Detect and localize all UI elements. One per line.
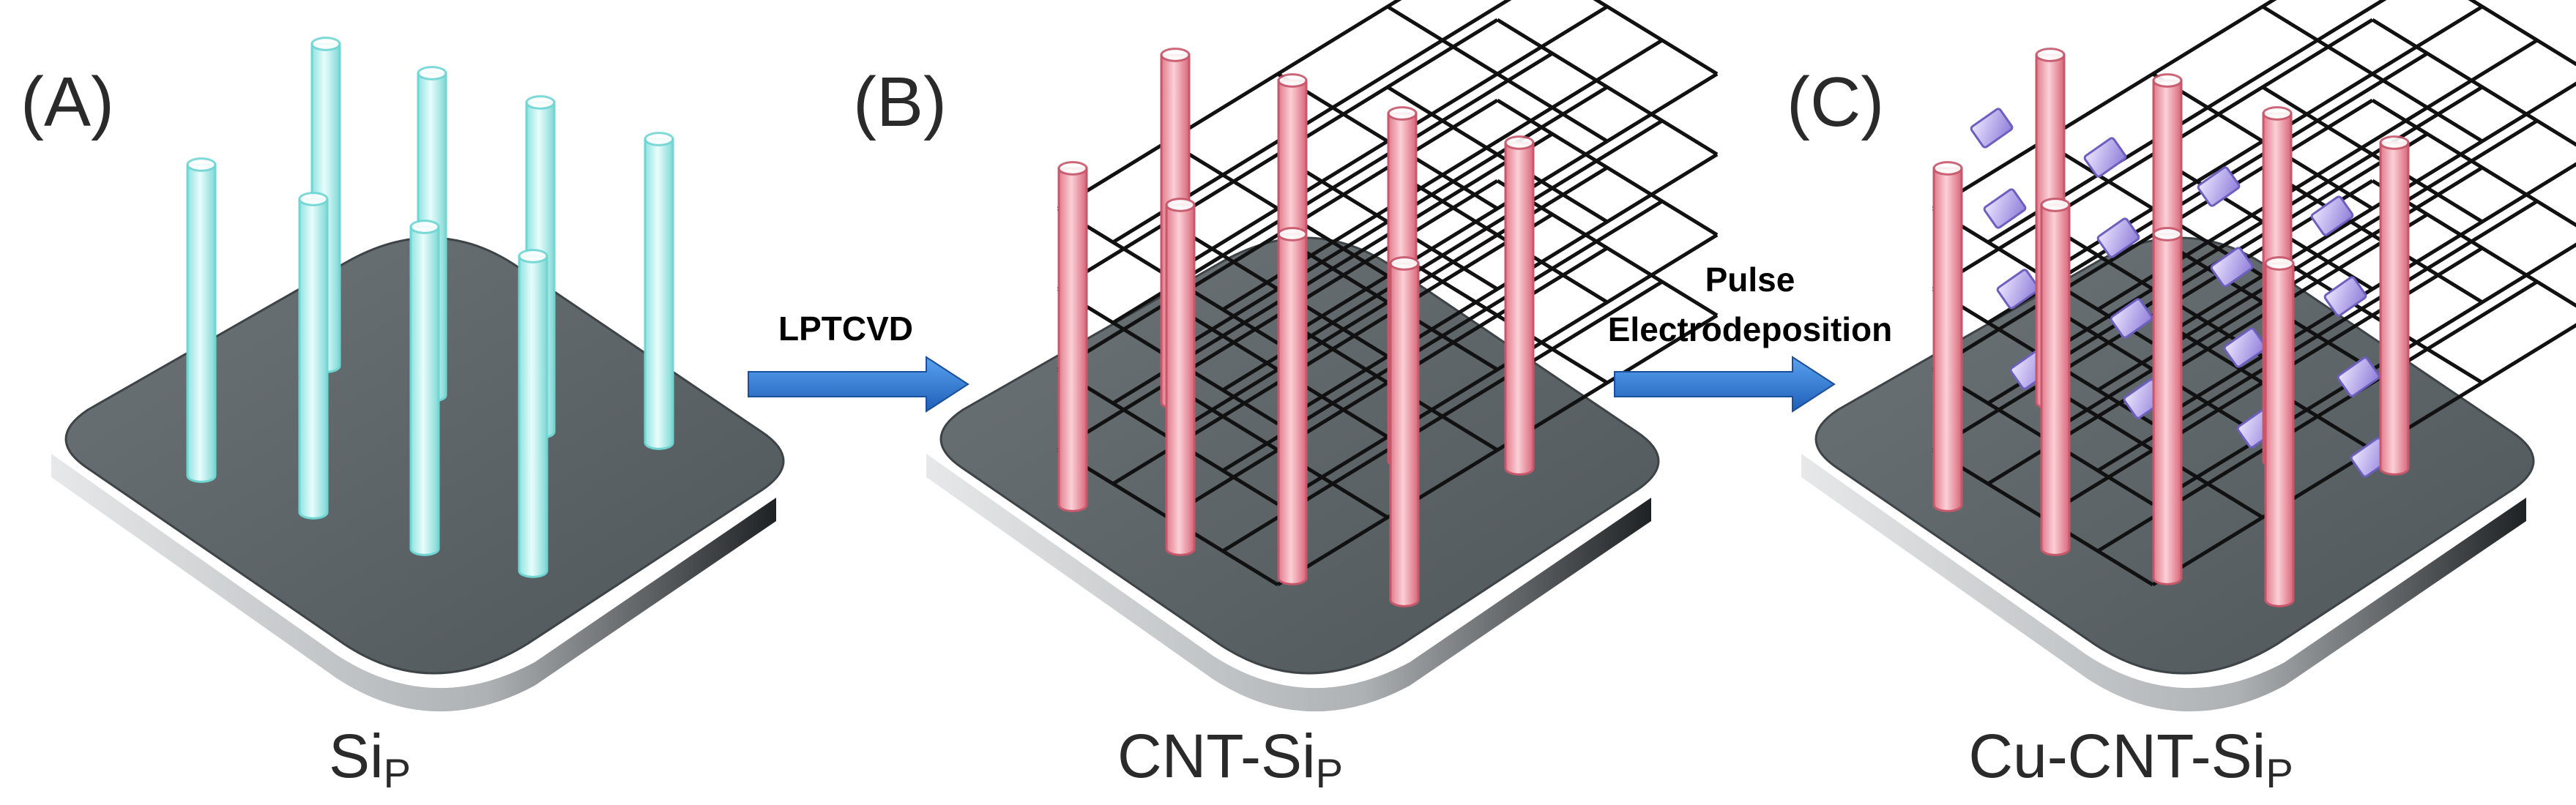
caption-a: SiP (329, 722, 411, 796)
silicon-pillar (409, 220, 440, 556)
cnt-pillar (1389, 256, 1420, 607)
cu-particle (2110, 298, 2154, 339)
process-step-pulse-electrodeposition: Pulse Electrodeposition (1608, 261, 1892, 413)
cnt-pillar (1932, 161, 1963, 512)
step-label-lptcvd: LPTCVD (778, 310, 913, 348)
silicon-pillar (518, 249, 548, 578)
cnt-pillar (2264, 256, 2295, 607)
cu-particle (2083, 137, 2127, 178)
cnt-pillar (1504, 135, 1535, 476)
cnt-pillar (2379, 135, 2410, 476)
cu-particle (2337, 356, 2380, 397)
cnt-strand (2151, 162, 2576, 426)
cu-particle (1970, 108, 2014, 149)
cnt-pillar (1165, 198, 1196, 556)
cnt-pillar (1277, 227, 1308, 585)
cnt-strand (1057, 0, 1402, 211)
cnt-strand (1276, 313, 1719, 587)
cnt-strand (1276, 233, 1719, 506)
caption-subscript: P (1316, 750, 1343, 796)
cnt-coated-pillars (1932, 48, 2410, 607)
cnt-strand (1593, 0, 1719, 76)
panel-label-b: (B) (853, 63, 947, 141)
silicon-pillar (644, 132, 674, 450)
cnt-strand (2151, 81, 2576, 345)
cu-particle (1983, 188, 2027, 229)
panel-label-a: (A) (21, 63, 114, 141)
arrow-right-icon (748, 356, 969, 413)
cu-particle (1996, 269, 2040, 310)
silicon-pillar (186, 157, 217, 483)
panel-b (926, 0, 1719, 712)
cu-particle (2310, 195, 2354, 236)
caption-main: CNT-Si (1117, 722, 1316, 790)
silicon-pillar (298, 192, 329, 520)
cu-particle (2223, 327, 2267, 368)
caption-b: CNT-SiP (1117, 722, 1343, 796)
caption-subscript: P (2266, 750, 2293, 796)
cu-particle (2210, 247, 2254, 288)
copper-particles (1970, 108, 2394, 478)
arrow-right-icon (1614, 356, 1836, 413)
cnt-strand (1276, 72, 1719, 345)
cnt-pillar (2152, 227, 2183, 585)
cnt-pillar (1057, 161, 1088, 512)
process-step-lptcvd: LPTCVD (748, 310, 969, 413)
step-label-electrodeposition: Electrodeposition (1608, 310, 1892, 348)
caption-main: Cu-CNT-Si (1968, 722, 2266, 790)
cnt-strand (1932, 0, 2277, 211)
step-label-pulse: Pulse (1705, 261, 1795, 299)
cu-particle (2323, 276, 2367, 317)
panel-a (51, 37, 785, 712)
cnt-coated-pillars (1057, 48, 1535, 607)
cnt-pillar (2040, 198, 2071, 556)
caption-subscript: P (384, 750, 411, 796)
cnt-strand (1276, 152, 1719, 426)
caption-main: Si (329, 722, 384, 790)
cu-particle (2096, 217, 2140, 258)
caption-c: Cu-CNT-SiP (1968, 722, 2293, 796)
panel-c (1801, 0, 2576, 712)
panel-label-c: (C) (1787, 63, 1884, 141)
silicon-pillars (186, 37, 674, 578)
cu-particle (2197, 166, 2241, 207)
